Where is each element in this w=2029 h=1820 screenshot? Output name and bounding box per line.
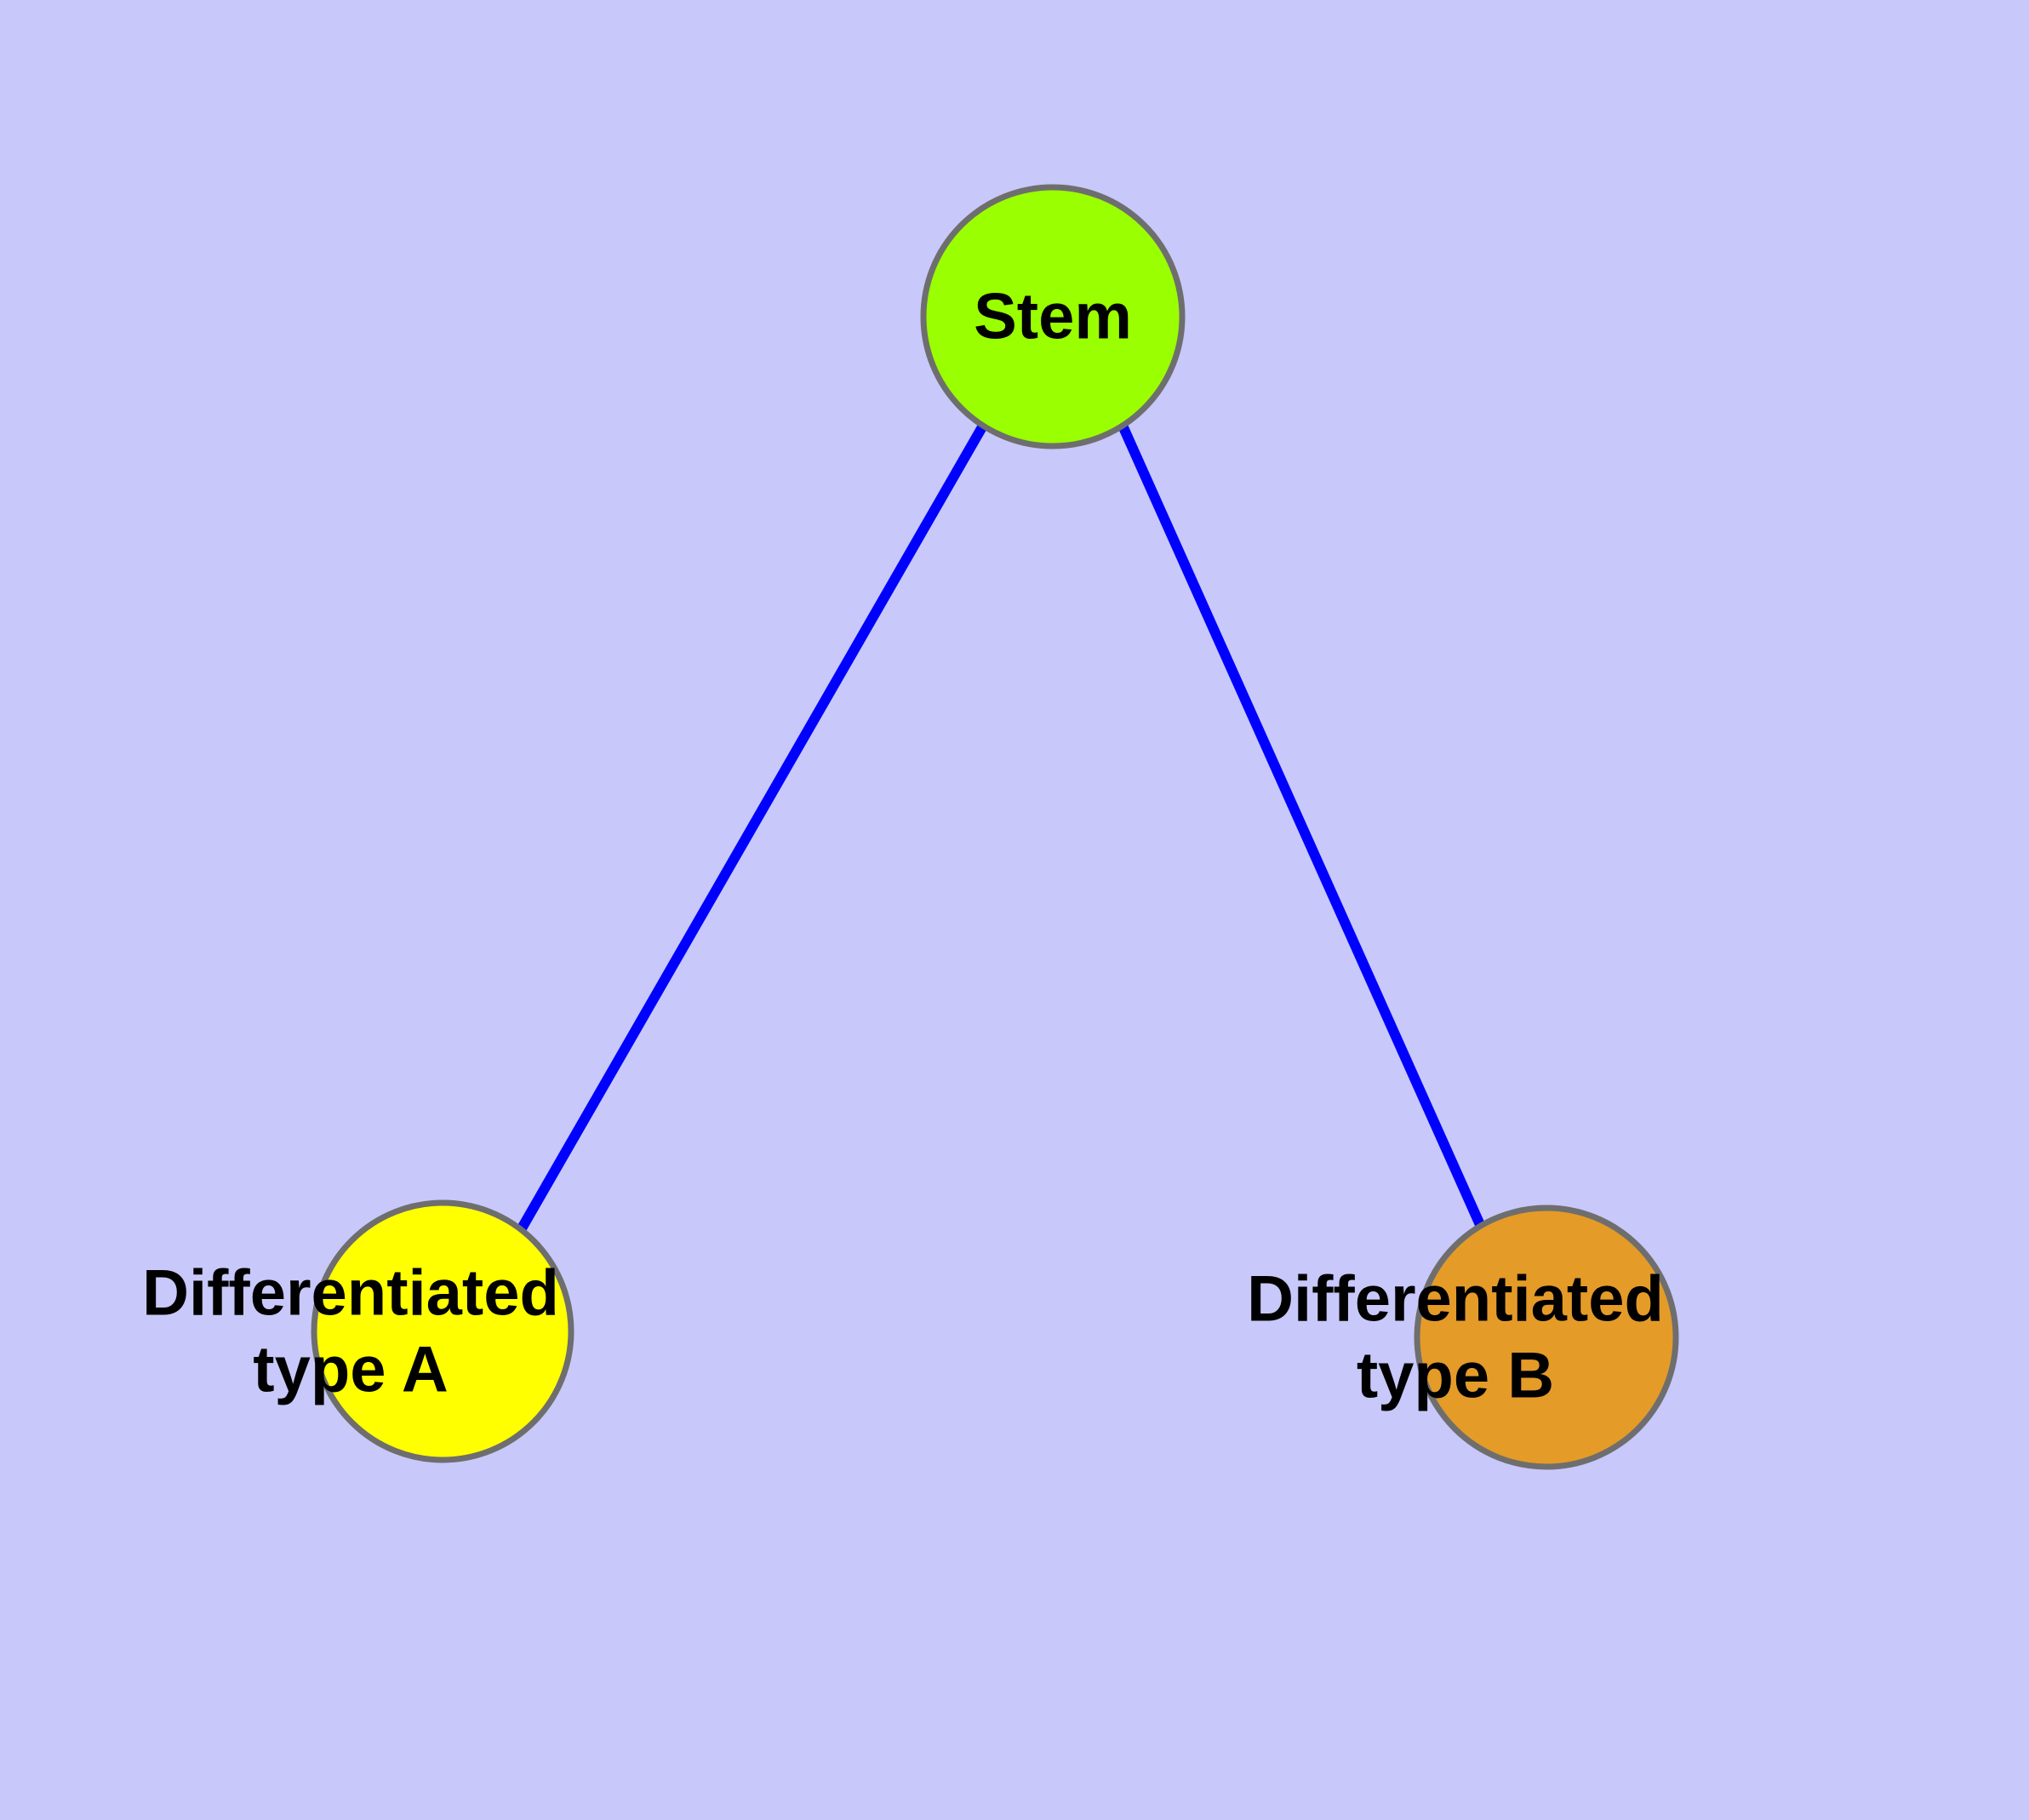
node-stem-circle[interactable]: [920, 184, 1186, 449]
node-stem-label: Stem: [974, 281, 1132, 353]
node-label-line: Stem: [974, 281, 1132, 353]
node-differentiated-type-a-circle[interactable]: [311, 1199, 574, 1463]
node-stem[interactable]: Stem: [920, 184, 1186, 449]
node-label-line: type A: [253, 1333, 448, 1405]
edge-stem-to-differentiated-type-b: [1117, 423, 1486, 1229]
edge-stem-to-differentiated-type-a: [517, 423, 988, 1231]
node-label-line: type B: [1357, 1339, 1554, 1411]
node-differentiated-type-b-circle[interactable]: [1414, 1205, 1679, 1470]
edges-layer: [517, 423, 1486, 1231]
node-label-line: Differentiated: [142, 1257, 559, 1330]
node-label-line: Differentiated: [1247, 1263, 1664, 1336]
